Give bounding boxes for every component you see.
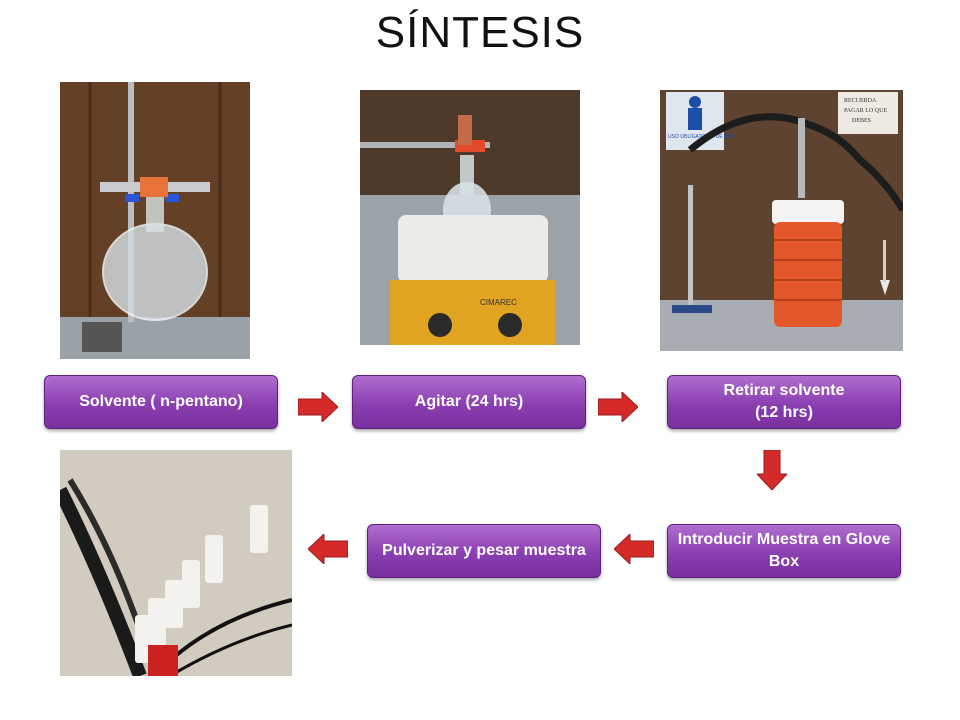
photo-vials xyxy=(60,450,292,676)
svg-text:CIMAREC: CIMAREC xyxy=(480,298,517,307)
arrow-right-icon xyxy=(298,392,338,422)
svg-text:PAGAR LO QUE: PAGAR LO QUE xyxy=(844,108,887,114)
step-glovebox: Introducir Muestra en Glove Box xyxy=(667,524,901,578)
step-remove-solvent: Retirar solvente (12 hrs) xyxy=(667,375,901,429)
step-pulverize: Pulverizar y pesar muestra xyxy=(367,524,601,578)
step-remove-label-2: (12 hrs) xyxy=(755,404,813,421)
arrow-right-icon xyxy=(598,392,638,422)
step-stir-label: Agitar (24 hrs) xyxy=(414,393,524,410)
arrow-left-icon xyxy=(614,534,654,564)
svg-text:RECUERDA: RECUERDA xyxy=(844,98,877,104)
photo-flask-clamp xyxy=(60,82,250,359)
arrow-left-icon xyxy=(308,534,348,564)
step-solvent: Solvente ( n-pentano) xyxy=(44,375,278,429)
step-stir: Agitar (24 hrs) xyxy=(352,375,586,429)
svg-text:DEBES: DEBES xyxy=(852,118,871,124)
step-pulverize-label: Pulverizar y pesar muestra xyxy=(382,542,586,559)
photo-stirrer: CIMAREC xyxy=(360,90,580,345)
page-title: SÍNTESIS xyxy=(375,8,585,57)
step-remove-label-1: Retirar solvente xyxy=(723,382,845,399)
step-solvent-label: Solvente ( n-pentano) xyxy=(79,393,243,410)
arrow-down-icon xyxy=(757,450,787,490)
step-glovebox-label: Introducir Muestra en Glove Box xyxy=(677,531,891,570)
photo-dewar: USO OBLIGATORIO DE BATA RECUERDA PAGAR L… xyxy=(660,90,903,351)
